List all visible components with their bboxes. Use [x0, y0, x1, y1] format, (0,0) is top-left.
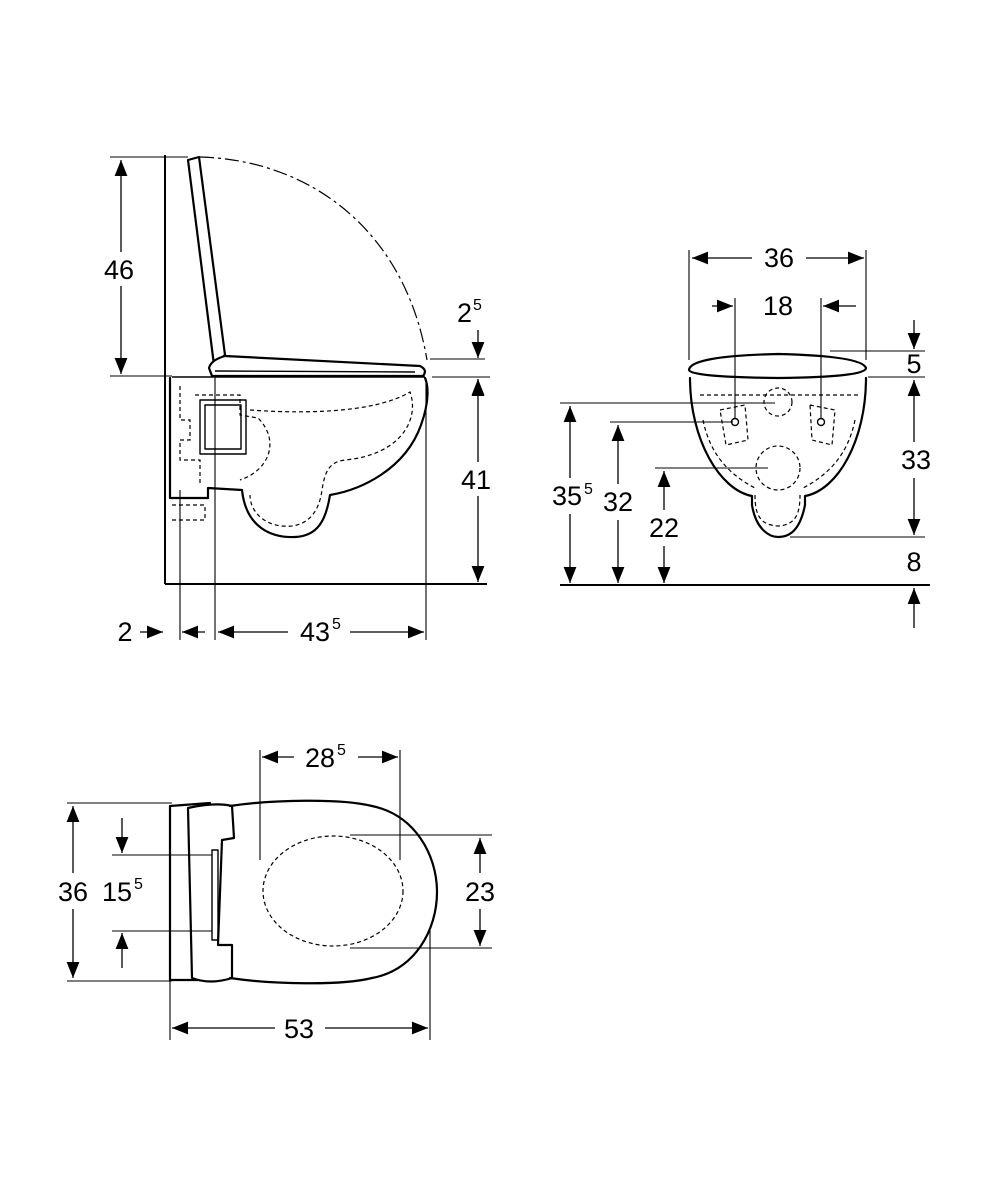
front-inlet-circle [763, 387, 793, 417]
dim-35-5-label: 35 [552, 481, 582, 511]
lid-swing-arc [199, 156, 428, 361]
lid-outline [186, 155, 227, 367]
dim-28-5-label: 28 [305, 743, 335, 773]
dim-36-top-label: 36 [58, 877, 88, 907]
side-view: 46 2 5 41 2 43 5 [100, 155, 500, 648]
dim-53-label: 53 [284, 1014, 314, 1044]
dim-2-5-sup: 5 [473, 297, 482, 314]
dim-2-label: 2 [117, 617, 132, 647]
mount-dashes [179, 386, 201, 486]
dim-35-5-sup: 5 [584, 481, 593, 498]
dim-43-5-label: 43 [300, 617, 330, 647]
top-opening [262, 835, 404, 947]
front-lid [687, 352, 868, 380]
top-hinge [186, 803, 236, 983]
dim-18-label: 18 [763, 291, 793, 321]
inlet-box [199, 399, 247, 455]
dim-5-label: 5 [906, 349, 921, 379]
dim-2-5-label: 2 [457, 298, 472, 328]
dim-23-label: 23 [465, 877, 495, 907]
dim-28-5-sup: 5 [337, 742, 346, 759]
dim-46-label: 46 [104, 255, 134, 285]
dim-8-label: 8 [906, 547, 921, 577]
seat-outline [207, 354, 427, 378]
top-view: 36 15 5 28 5 23 53 [54, 738, 502, 1046]
front-bowl [688, 376, 868, 539]
dim-22-label: 22 [649, 513, 679, 543]
trap-dashes [249, 391, 414, 527]
dim-32-label: 32 [603, 487, 633, 517]
dim-15-5-label: 15 [102, 877, 132, 907]
front-view: 36 18 5 33 8 35 5 32 22 [550, 240, 938, 628]
bowl-outline [168, 376, 429, 539]
front-outlet-circle [755, 445, 801, 491]
dim-43-5-sup: 5 [332, 616, 341, 633]
top-seat-outline [228, 799, 439, 985]
dim-41-label: 41 [461, 465, 491, 495]
dim-15-5-sup: 5 [134, 876, 143, 893]
dim-33-label: 33 [901, 445, 931, 475]
dim-36-front-label: 36 [764, 243, 794, 273]
